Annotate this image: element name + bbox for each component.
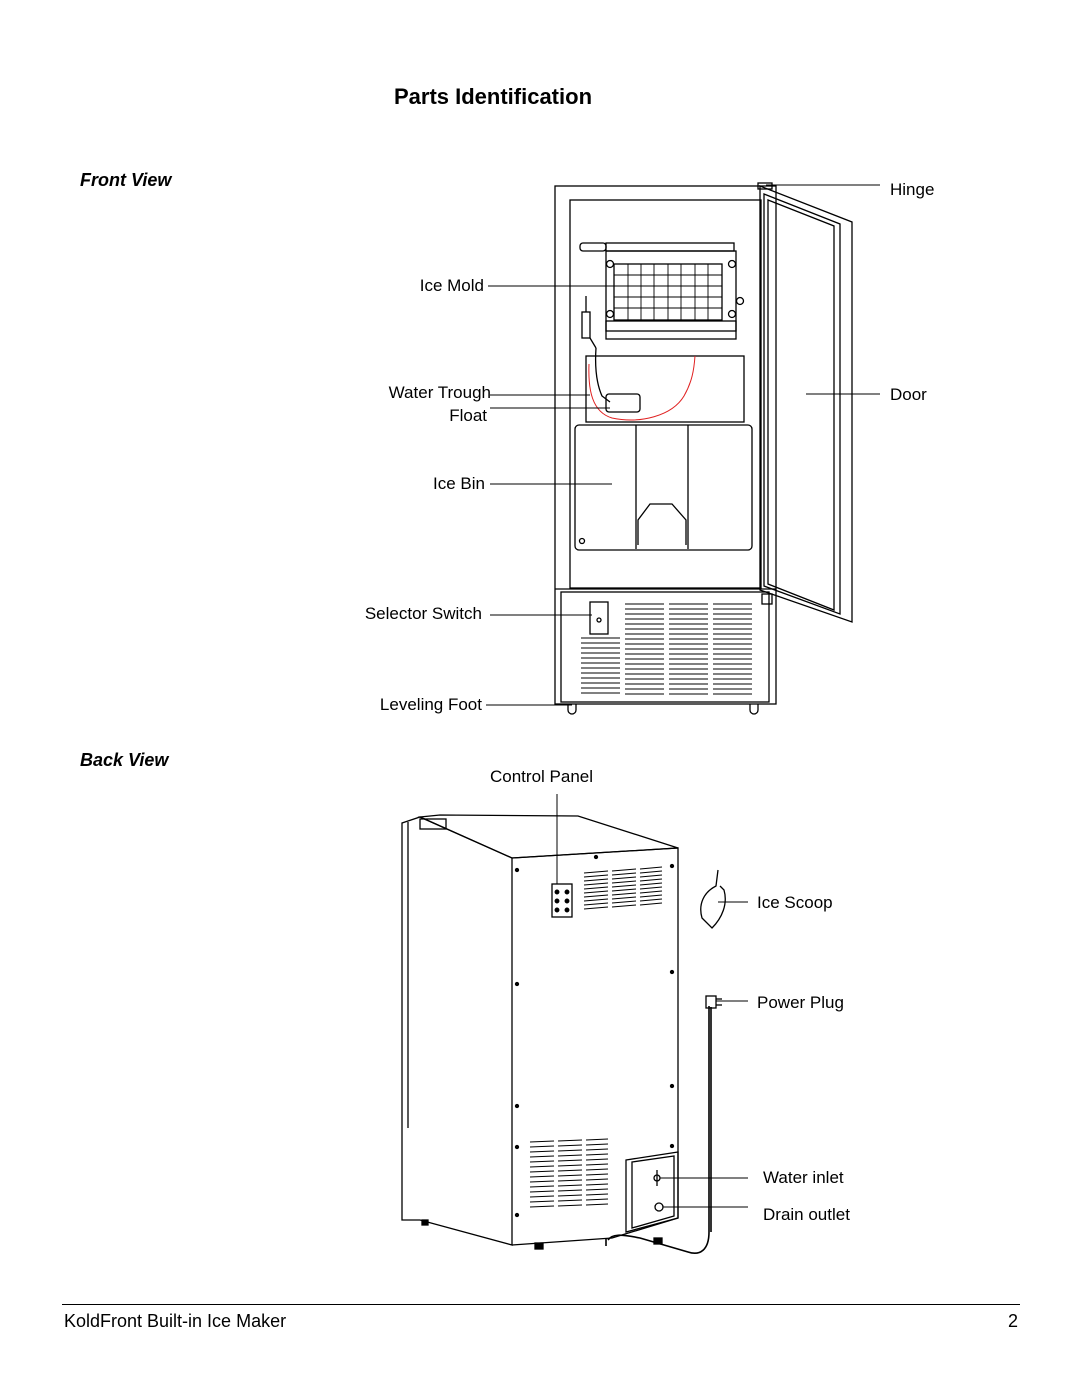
front-view-illustration xyxy=(554,182,853,715)
float xyxy=(605,393,641,413)
front-interior xyxy=(569,199,762,589)
leveling-foot-right xyxy=(749,704,759,715)
label-door: Door xyxy=(890,385,927,404)
back-lower-grille xyxy=(529,1138,609,1208)
front-cabinet xyxy=(554,185,777,705)
power-plug xyxy=(705,995,717,1009)
label-power-plug: Power Plug xyxy=(757,993,844,1012)
float-wire xyxy=(588,355,696,421)
back-view-illustration xyxy=(401,814,726,1254)
label-float: Float xyxy=(449,406,487,425)
label-water-trough: Water Trough xyxy=(388,383,491,402)
water-trough xyxy=(585,355,745,423)
front-view-heading: Front View xyxy=(80,170,172,190)
label-water-inlet: Water inlet xyxy=(763,1168,844,1187)
door xyxy=(759,185,853,623)
control-panel xyxy=(551,883,573,918)
drain-outlet xyxy=(654,1202,664,1212)
ice-mold-top xyxy=(605,242,735,252)
label-control-panel: Control Panel xyxy=(490,767,594,786)
label-hinge: Hinge xyxy=(890,180,935,199)
back-cabinet-side xyxy=(401,816,513,1246)
label-drain-outlet: Drain outlet xyxy=(763,1205,850,1224)
footer-product-name: KoldFront Built-in Ice Maker xyxy=(64,1311,287,1331)
ice-bin xyxy=(574,424,753,551)
ice-scoop xyxy=(700,869,726,929)
label-ice-bin: Ice Bin xyxy=(433,474,485,493)
label-selector-switch: Selector Switch xyxy=(364,604,482,623)
front-leader-lines xyxy=(486,184,880,706)
back-foot-left xyxy=(421,1219,429,1226)
footer-rule xyxy=(62,1304,1020,1305)
selector-switch xyxy=(589,601,609,635)
back-foot-center xyxy=(534,1242,544,1250)
front-grille xyxy=(581,603,752,695)
back-leader-lines xyxy=(556,794,748,1208)
back-cabinet-top xyxy=(417,814,679,859)
back-view-heading: Back View xyxy=(80,750,169,770)
label-leveling-foot: Leveling Foot xyxy=(379,695,482,714)
water-connection-box xyxy=(625,1151,679,1233)
footer-page-number: 2 xyxy=(1007,1311,1018,1331)
back-upper-grille xyxy=(583,866,663,910)
label-ice-mold: Ice Mold xyxy=(419,276,484,295)
power-cord xyxy=(607,1006,710,1254)
label-ice-scoop: Ice Scoop xyxy=(757,893,833,912)
leveling-foot-left xyxy=(567,704,577,715)
page-title: Parts Identification xyxy=(393,84,593,109)
